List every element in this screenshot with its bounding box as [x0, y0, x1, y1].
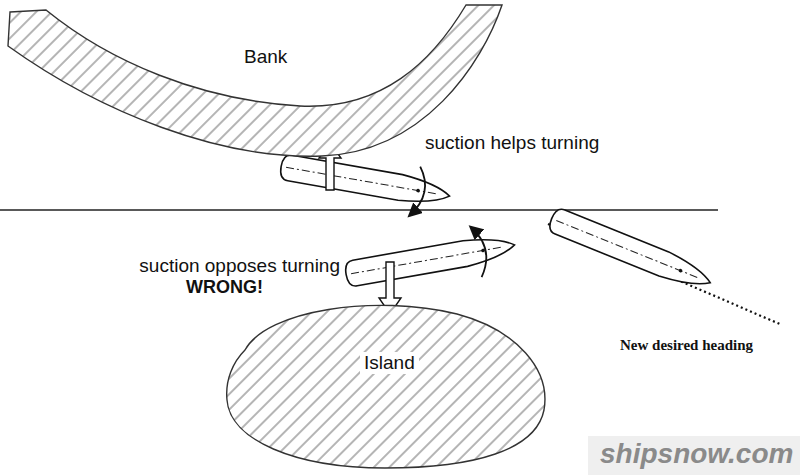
caption-text: suction helps turning — [425, 132, 599, 154]
caption-text: suction opposes turning — [139, 255, 340, 277]
watermark: shipsnow.com — [600, 438, 793, 470]
ships — [277, 143, 715, 314]
region-name: Island — [360, 352, 419, 374]
turning-arrow — [410, 166, 429, 217]
turning-arrow — [471, 225, 490, 277]
divider-line — [0, 209, 718, 210]
region-name: Bank — [244, 46, 287, 68]
island-shape: Island — [225, 288, 550, 470]
ship — [547, 207, 715, 295]
shape-outline — [225, 288, 550, 470]
warning-text: WRONG! — [186, 277, 263, 298]
heading-note: New desired heading — [620, 337, 753, 354]
ship — [342, 220, 519, 300]
watermark-panel — [588, 436, 800, 475]
